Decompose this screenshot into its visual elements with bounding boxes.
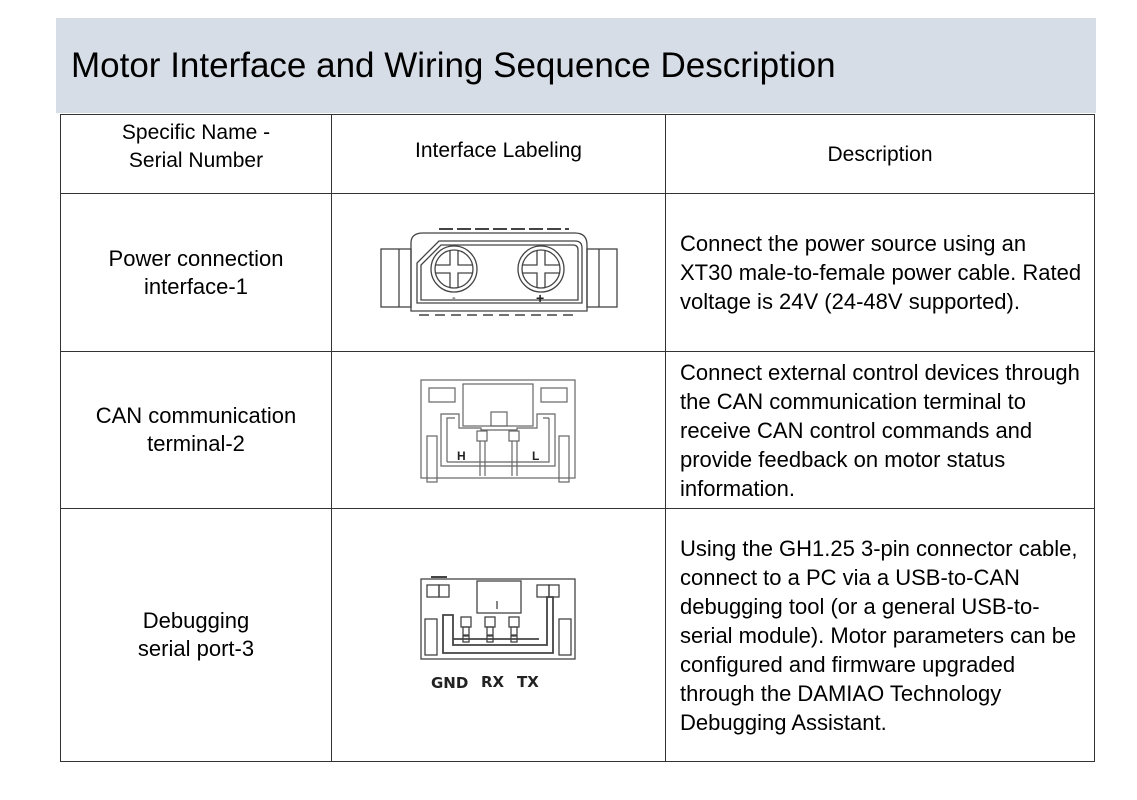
description-cell: Connect external control devices through… <box>665 351 1095 509</box>
interface-name: Power connection <box>108 245 284 271</box>
can-terminal-drawing: H L <box>419 379 576 483</box>
description-text: Connect external control devices through… <box>680 359 1080 501</box>
description-cell: Connect the power source using an XT30 m… <box>665 193 1095 352</box>
tx-label: TX <box>517 673 539 691</box>
gnd-label: GND <box>431 674 468 692</box>
interface-name-cell: Power connection interface-1 <box>60 193 332 352</box>
interface-figure-cell: - + <box>331 193 666 352</box>
interface-figure-cell: GND RX TX <box>331 508 666 762</box>
interface-serial: terminal-2 <box>147 431 245 456</box>
rx-label: RX <box>481 673 505 691</box>
header-specific-name: Specific Name - Serial Number <box>60 114 332 194</box>
description-cell: Using the GH1.25 3-pin connector cable, … <box>665 508 1095 762</box>
minus-label: - <box>452 292 456 304</box>
description-text: Using the GH1.25 3-pin connector cable, … <box>680 535 1078 735</box>
can-low-label: L <box>532 449 539 463</box>
interface-name-cell: CAN communication terminal-2 <box>60 351 332 509</box>
gh125-serial-connector-drawing: GND RX TX <box>419 576 576 692</box>
xt30-connector-drawing: - + <box>379 228 618 316</box>
interface-serial: serial port-3 <box>137 636 255 661</box>
description-text: Connect the power source using an XT30 m… <box>680 231 1082 314</box>
header-text: Interface Labeling <box>415 139 582 162</box>
interface-figure-cell: H L <box>331 351 666 509</box>
header-text: Description <box>827 143 933 166</box>
interface-name: Debugging <box>142 608 250 633</box>
header-description: Description <box>665 114 1095 194</box>
header-line: Specific Name - <box>121 121 271 144</box>
table-header-row: Specific Name - Serial Number Interface … <box>60 114 1095 194</box>
table-row: CAN communication terminal-2 H <box>60 351 1095 509</box>
title-band: Motor Interface and Wiring Sequence Desc… <box>56 18 1096 113</box>
interface-table: Specific Name - Serial Number Interface … <box>60 114 1095 762</box>
interface-name: CAN communication <box>95 403 297 428</box>
header-interface-labeling: Interface Labeling <box>331 114 666 194</box>
interface-name-cell: Debugging serial port-3 <box>60 508 332 762</box>
can-high-label: H <box>457 449 466 463</box>
table-row: Debugging serial port-3 GND RX TX <box>60 508 1095 762</box>
header-line: Serial Number <box>128 149 264 172</box>
page-title: Motor Interface and Wiring Sequence Desc… <box>71 46 836 85</box>
plus-label: + <box>536 290 544 306</box>
table-row: Power connection interface-1 - <box>60 193 1095 352</box>
interface-serial: interface-1 <box>144 273 248 299</box>
